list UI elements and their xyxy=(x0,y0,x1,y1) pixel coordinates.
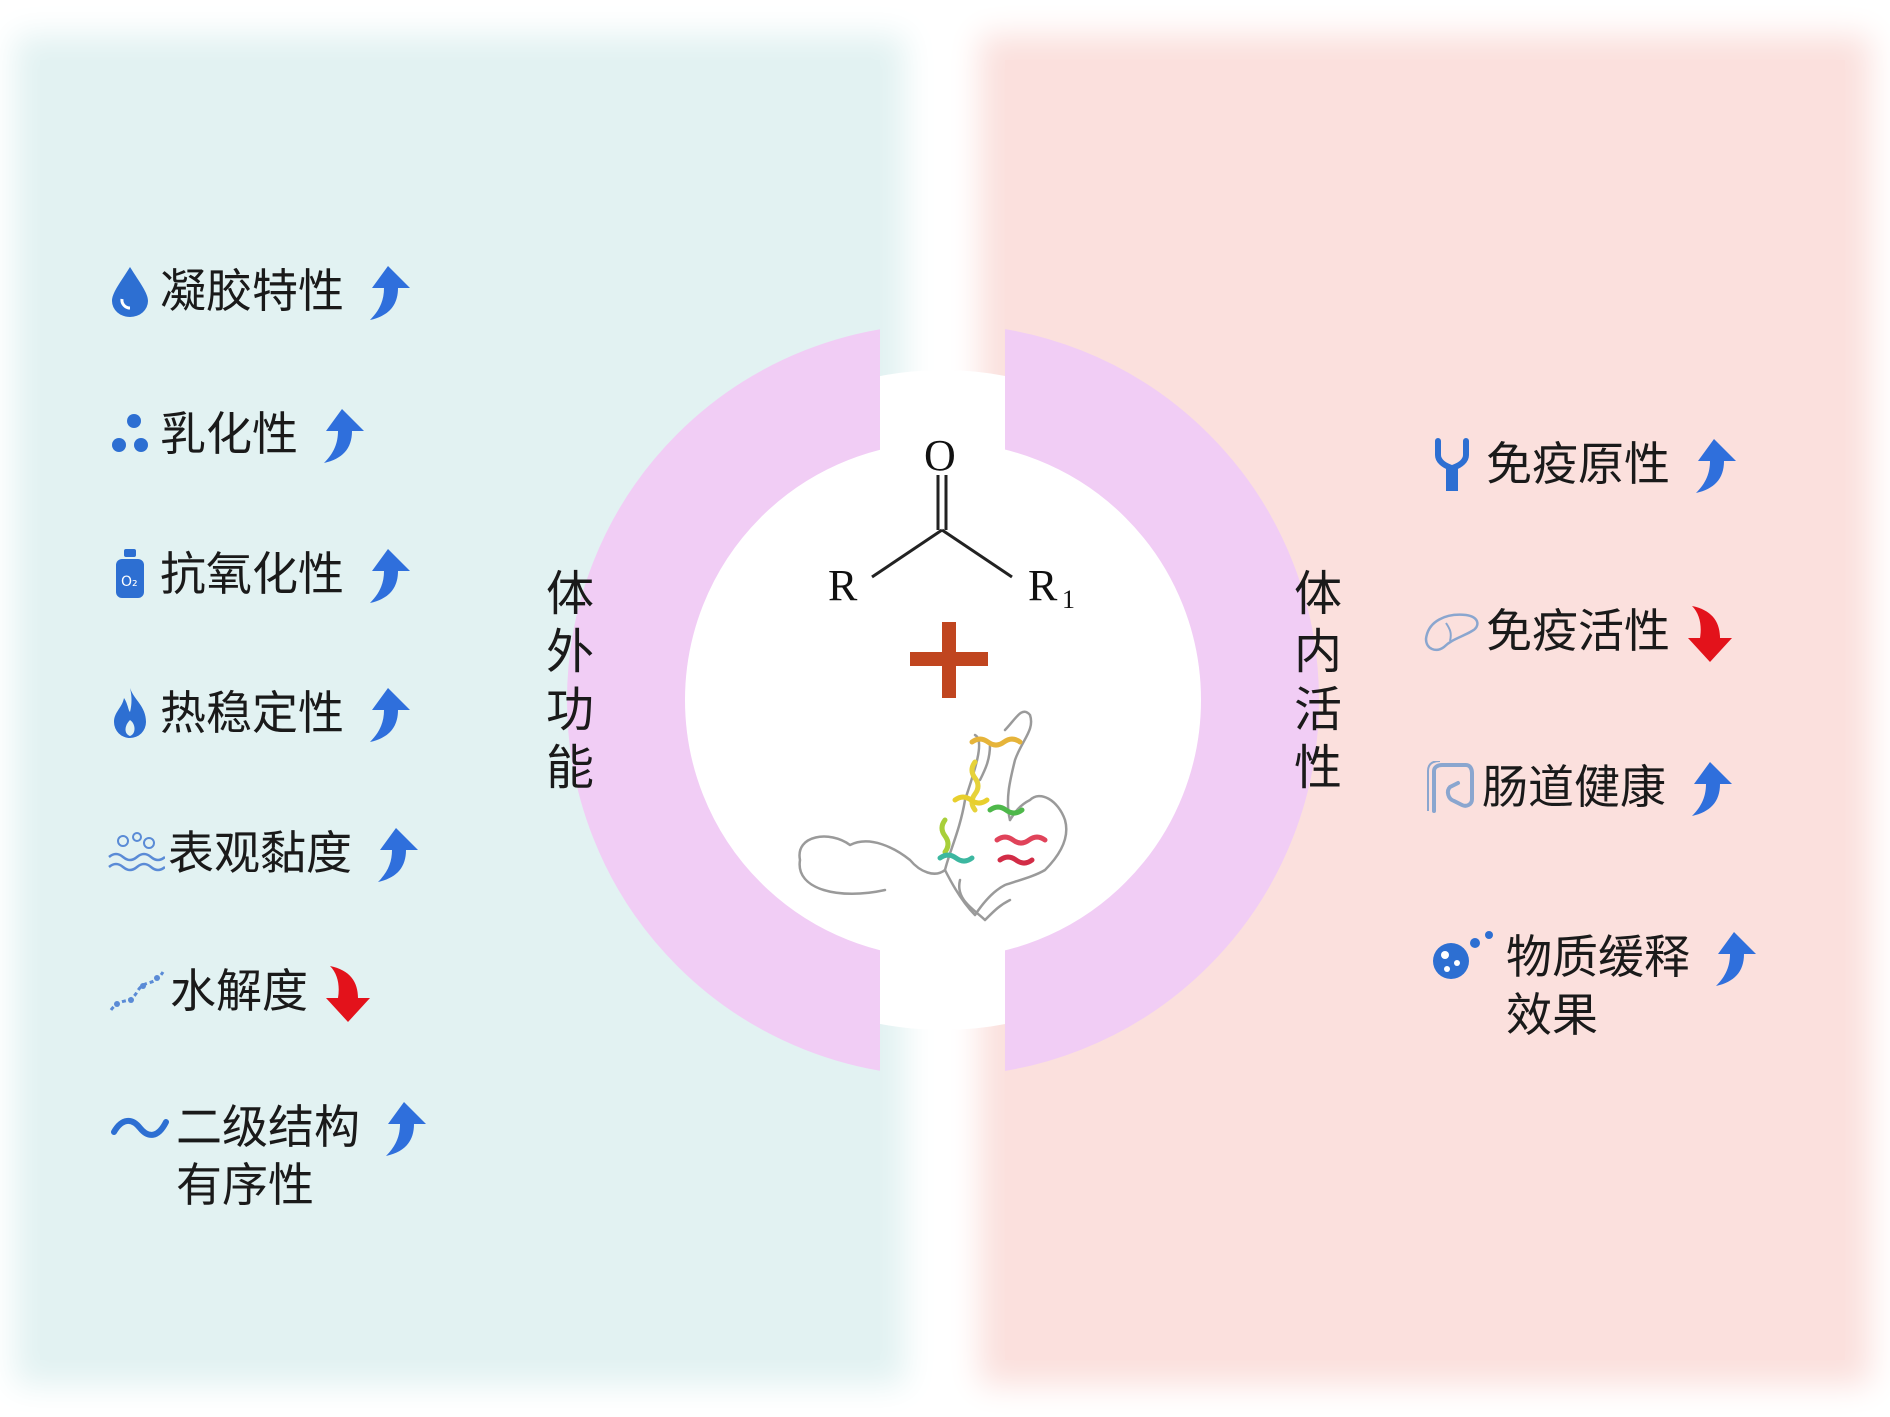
list-item-thermal-stability: 热稳定性 xyxy=(100,684,414,746)
item-label: 抗氧化性 xyxy=(160,547,344,601)
oxygen-bottle-icon: O₂ xyxy=(100,545,160,603)
increase-arrow-icon xyxy=(386,1102,426,1156)
list-item-apparent-viscosity: 表观黏度 xyxy=(104,824,422,886)
list-item-gel-property: 凝胶特性 xyxy=(100,262,414,324)
antibody-icon xyxy=(1418,435,1486,493)
list-item-emulsifying: 乳化性 xyxy=(100,405,368,467)
water-drop-icon xyxy=(100,262,160,320)
item-label: 二级结构 有序性 xyxy=(176,1100,360,1212)
item-label: 水解度 xyxy=(170,964,308,1018)
item-label: 肠道健康 xyxy=(1482,760,1666,814)
item-label: 免疫活性 xyxy=(1486,604,1670,658)
item-label: 免疫原性 xyxy=(1486,437,1670,491)
list-item-antioxidant: O₂ 抗氧化性 xyxy=(100,545,414,607)
list-item-gut-health: 肠道健康 xyxy=(1418,758,1736,820)
capsule-release-icon xyxy=(1418,928,1506,986)
list-item-secondary-structure-order: 二级结构 有序性 xyxy=(104,1098,430,1214)
decrease-arrow-icon xyxy=(326,966,370,1022)
pink-ring xyxy=(567,324,1319,1076)
increase-arrow-icon xyxy=(1692,762,1732,816)
peptide-chain-icon xyxy=(104,962,170,1020)
item-label: 凝胶特性 xyxy=(160,264,344,318)
increase-arrow-icon xyxy=(1696,439,1736,493)
item-label: 乳化性 xyxy=(160,407,298,461)
intestine-icon xyxy=(1418,758,1482,816)
droplets-icon xyxy=(100,405,160,463)
center-disc xyxy=(613,370,1273,1030)
list-item-immunogenicity: 免疫原性 xyxy=(1418,435,1740,497)
bubbles-icon xyxy=(104,824,168,882)
increase-arrow-icon xyxy=(370,688,410,742)
list-item-hydrolysis-degree: 水解度 xyxy=(104,962,378,1024)
in-vivo-activity-label: 体内活性 xyxy=(1293,566,1342,796)
r-group-label: R xyxy=(828,561,858,610)
list-item-immune-activity: 免疫活性 xyxy=(1418,602,1740,664)
increase-arrow-icon xyxy=(1716,932,1756,986)
plus-sign xyxy=(910,622,988,698)
increase-arrow-icon xyxy=(378,828,418,882)
item-label: 热稳定性 xyxy=(160,686,344,740)
item-label: 物质缓释 效果 xyxy=(1506,930,1690,1042)
increase-arrow-icon xyxy=(324,409,364,463)
list-item-sustained-release: 物质缓释 效果 xyxy=(1418,928,1760,1044)
item-label: 表观黏度 xyxy=(168,826,352,880)
liver-icon xyxy=(1418,602,1486,660)
wave-icon xyxy=(104,1098,176,1156)
increase-arrow-icon xyxy=(370,266,410,320)
svg-text:O₂: O₂ xyxy=(121,574,138,590)
r1-subscript: 1 xyxy=(1062,585,1075,614)
oxygen-label: O xyxy=(924,431,956,480)
in-vitro-function-label: 体外功能 xyxy=(545,566,594,796)
increase-arrow-icon xyxy=(370,549,410,603)
carbonyl-structure: O R R 1 xyxy=(828,431,1075,614)
protein-structure-icon xyxy=(798,710,1068,922)
flame-icon xyxy=(100,684,160,742)
decrease-arrow-icon xyxy=(1688,606,1732,662)
r1-group-label: R xyxy=(1028,561,1058,610)
